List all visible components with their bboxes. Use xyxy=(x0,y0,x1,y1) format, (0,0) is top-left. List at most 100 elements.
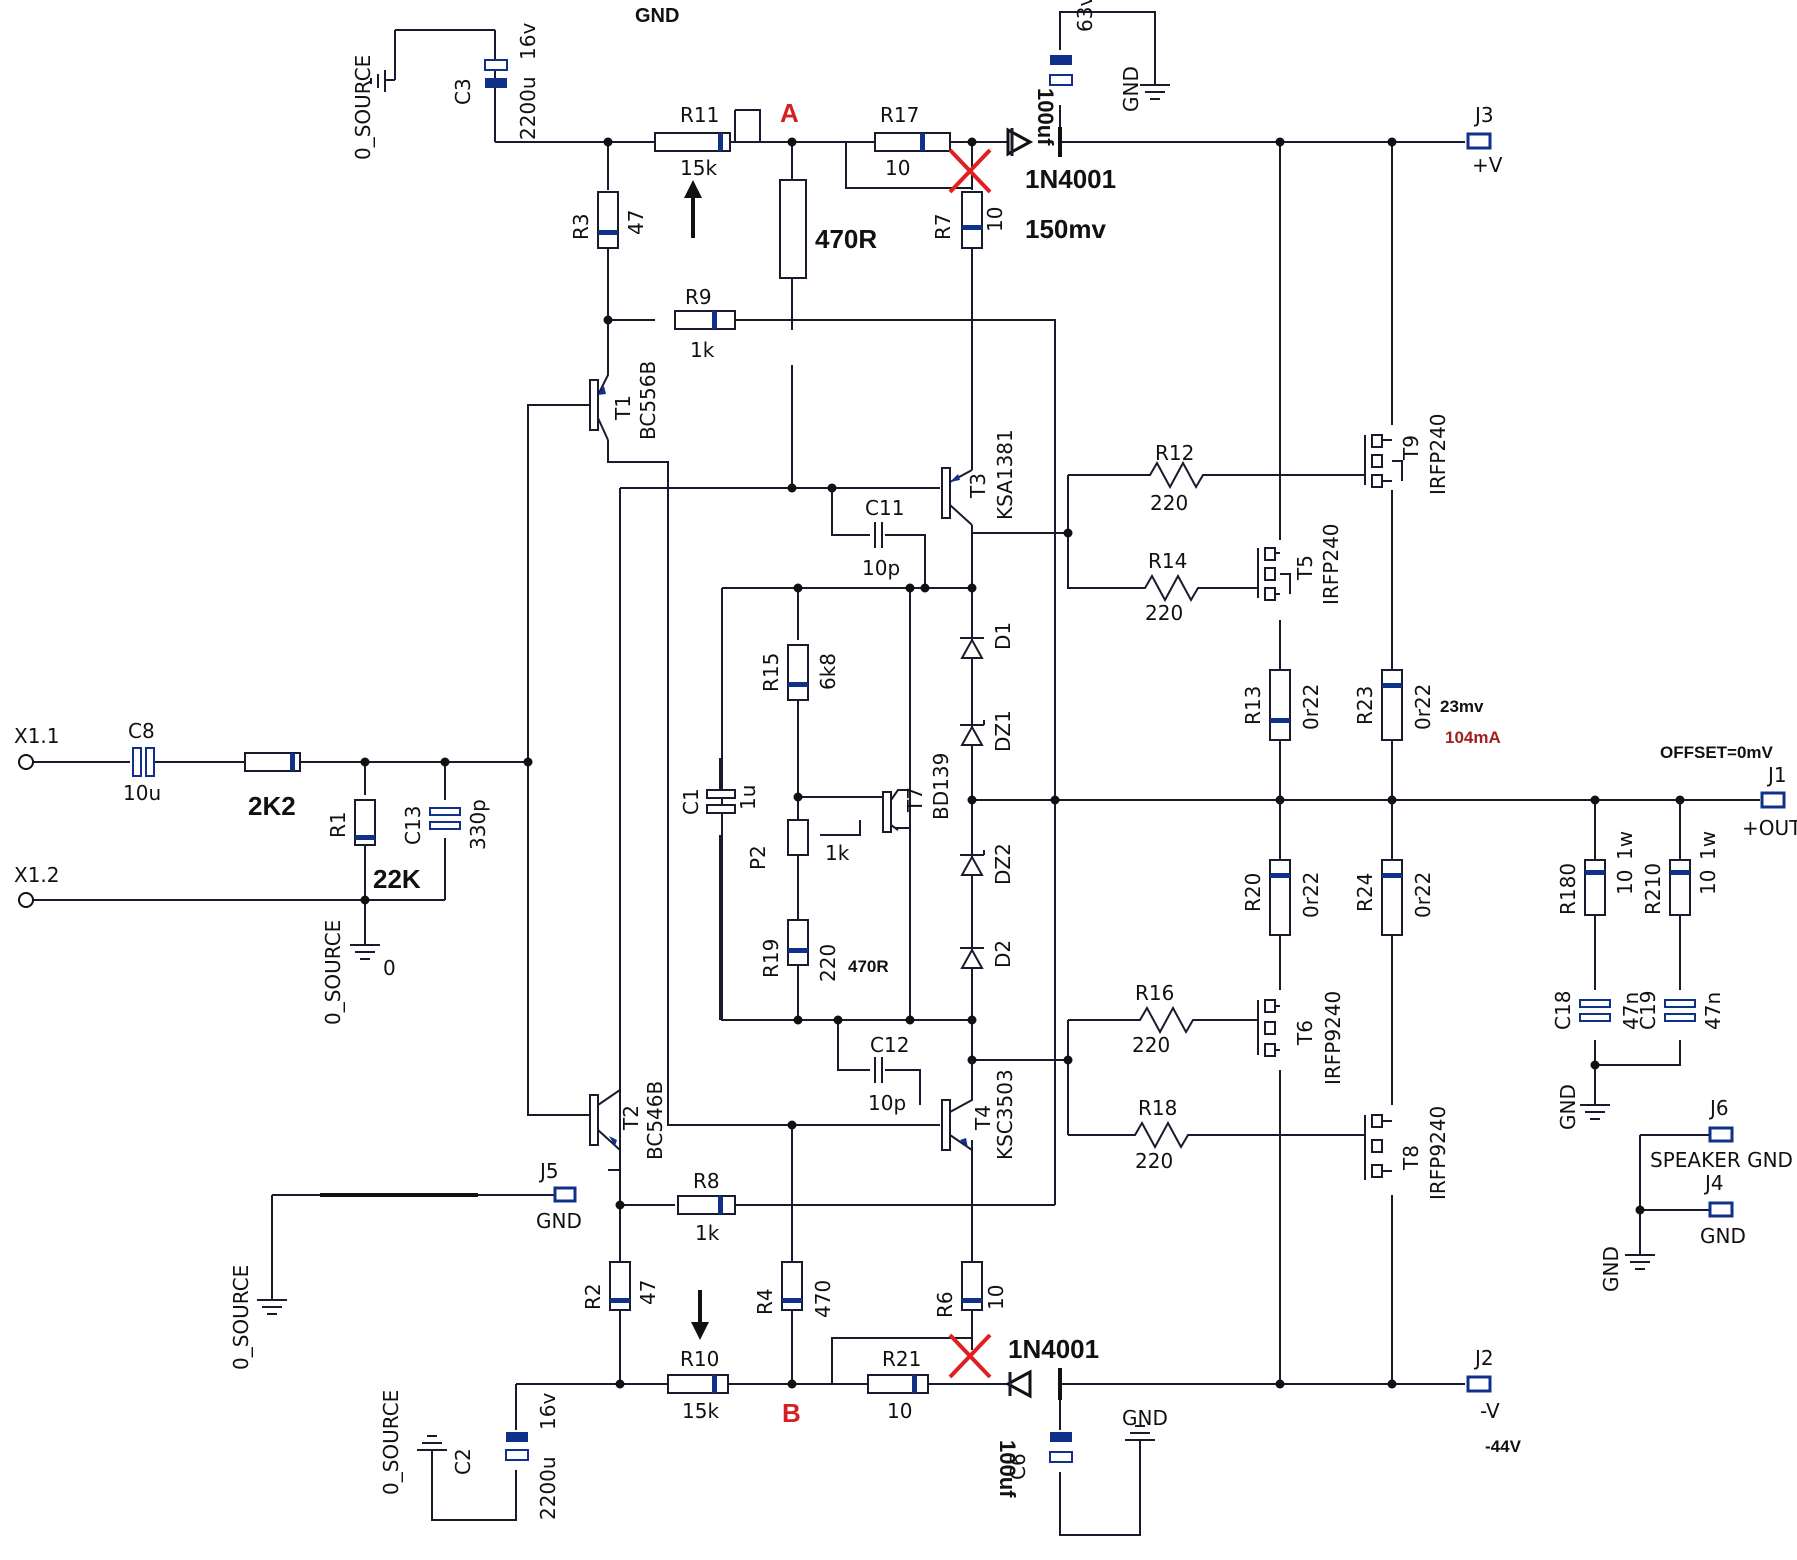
label-components-r210-watt: 1w xyxy=(1696,831,1720,860)
label-components-d1-ref: D1 xyxy=(991,622,1015,650)
label-offset: OFFSET=0mV xyxy=(1660,743,1774,762)
label-components-c18-ref: C18 xyxy=(1551,991,1575,1030)
connectors xyxy=(18,132,1786,1393)
label-components-r17-ref: R17 xyxy=(880,103,919,127)
label-point-a: A xyxy=(780,98,799,128)
label-components-r10-val: 15k xyxy=(682,1399,719,1423)
label-grounds-src: 0_SOURCE xyxy=(379,1390,403,1495)
label-components-r10-ref: R10 xyxy=(680,1347,719,1371)
gate-resistors xyxy=(1125,460,1208,1150)
label-connectors-speaker_gnd: SPEAKER GND xyxy=(1650,1148,1793,1172)
label-components-c3-ref: C3 xyxy=(451,78,475,105)
label-components-t6-part: IRFP9240 xyxy=(1321,991,1345,1085)
label-100uf-top: 100uf xyxy=(1033,88,1058,146)
label-components-r18-val: 220 xyxy=(1135,1149,1173,1173)
label-connectors-j3-ref: J3 xyxy=(1473,103,1494,127)
label-grounds-gnd: GND xyxy=(1122,1406,1168,1430)
label-1n4001-bot: 1N4001 xyxy=(1008,1334,1099,1364)
label-connectors-j1-name: +OUT xyxy=(1742,816,1797,840)
label-470r: 470R xyxy=(815,224,877,254)
red-x-marks xyxy=(948,148,992,1379)
label-components-r12-val: 220 xyxy=(1150,491,1188,515)
resistor-r12 xyxy=(1140,460,1208,490)
label-components-r14-val: 220 xyxy=(1145,601,1183,625)
resistor-r19 xyxy=(787,919,809,966)
label-components-r210-ref: R210 xyxy=(1641,863,1665,915)
label-components-r7-ref: R7 xyxy=(931,213,955,240)
label-components-c2-volt: 16v xyxy=(536,1393,560,1430)
diodes xyxy=(960,127,1062,1400)
label-components-r15-val: 6k8 xyxy=(816,653,840,690)
label-connectors-j3-name: +V xyxy=(1472,153,1503,177)
label-components-t1-ref: T1 xyxy=(611,395,635,421)
transistors xyxy=(589,370,1403,1262)
label-components-r1-ref: R1 xyxy=(326,811,350,838)
label-grounds-gnd: GND xyxy=(1556,1084,1580,1130)
label-connectors-x11-ref: X1.1 xyxy=(14,724,60,748)
pot-p2 xyxy=(787,819,809,856)
label-components-r15-ref: R15 xyxy=(759,653,783,692)
label-components-p2-val: 1k xyxy=(825,841,850,865)
label-100uf-bot: 100uf xyxy=(995,1440,1020,1498)
label-components-t7-ref: T7 xyxy=(903,787,927,813)
label-connectors-j1-ref: J1 xyxy=(1766,763,1787,787)
label-components-c18-val: 47n xyxy=(1619,992,1643,1030)
label-components-c1-ref: C1 xyxy=(679,788,703,815)
label-components-t5-part: IRFP240 xyxy=(1319,523,1343,605)
label-components-t7-part: BD139 xyxy=(929,753,953,820)
resistor-r5 xyxy=(244,752,301,772)
label-components-r24-ref: R24 xyxy=(1353,873,1377,912)
label-components-c13-ref: C13 xyxy=(401,806,425,845)
label-components-c19-ref: C19 xyxy=(1636,991,1660,1030)
capacitors xyxy=(132,55,1696,1463)
label-connectors-j2-ref: J2 xyxy=(1473,1346,1494,1370)
label-components-dz2-ref: DZ2 xyxy=(991,843,1015,885)
label-components-t6-ref: T6 xyxy=(1293,1020,1317,1046)
label-components-t4-part: KSC3503 xyxy=(993,1069,1017,1160)
label-components-c12-val: 10p xyxy=(868,1091,906,1115)
resistor-r13 xyxy=(1269,669,1291,741)
resistor-r17 xyxy=(874,132,951,152)
label-connectors-j2-name: -V xyxy=(1480,1399,1500,1423)
label-components-r23-val: 0r22 xyxy=(1411,684,1435,730)
label-components-r19-val: 220 xyxy=(816,944,840,982)
label-components-t2-ref: T2 xyxy=(619,1105,643,1131)
label-components-r20-val: 0r22 xyxy=(1299,872,1323,918)
label-components-r12-ref: R12 xyxy=(1155,441,1194,465)
label-components-r21-val: 10 xyxy=(887,1399,912,1423)
label-components-c13-val: 330p xyxy=(466,799,490,850)
label-components-r14-ref: R14 xyxy=(1148,549,1187,573)
label-minus-44v: -44V xyxy=(1485,1437,1522,1456)
label-components-r24-val: 0r22 xyxy=(1411,872,1435,918)
label-components-r20-ref: R20 xyxy=(1241,873,1265,912)
resistor-r210 xyxy=(1669,859,1691,916)
resistor-r9 xyxy=(674,310,736,330)
label-components-dz1-ref: DZ1 xyxy=(991,710,1015,752)
label-components-t2-part: BC546B xyxy=(643,1081,667,1160)
resistor-470r xyxy=(779,179,807,279)
resistor-r24 xyxy=(1381,859,1403,936)
resistor-r16 xyxy=(1130,1005,1198,1035)
label-connectors-j5-name: GND xyxy=(536,1209,582,1233)
resistor-r180 xyxy=(1584,859,1606,916)
label-components-t8-part: IRFP9240 xyxy=(1426,1106,1450,1200)
label-components-r210-val: 10 xyxy=(1696,870,1720,895)
resistor-r7 xyxy=(961,191,983,249)
label-components-c1-val: 1u xyxy=(736,785,760,810)
label-components-r13-ref: R13 xyxy=(1241,686,1265,725)
resistor-r1 xyxy=(354,799,376,846)
label-components-t3-ref: T3 xyxy=(966,473,990,499)
label-components-t1-part: BC556B xyxy=(636,361,660,440)
label-components-r3-val: 47 xyxy=(624,210,648,235)
label-connectors-j6-ref: J6 xyxy=(1708,1096,1729,1120)
label-connectors-j4-ref: J4 xyxy=(1703,1171,1724,1195)
ground-symbols xyxy=(257,70,1655,1470)
label-components-r17-val: 10 xyxy=(885,156,910,180)
label-components-c11-val: 10p xyxy=(862,556,900,580)
label-104ma: 104mA xyxy=(1445,728,1501,747)
label-point-b: B xyxy=(782,1398,801,1428)
resistor-r11 xyxy=(654,132,731,152)
label-components-r6-val: 10 xyxy=(984,1285,1008,1310)
resistor-r20 xyxy=(1269,859,1291,936)
